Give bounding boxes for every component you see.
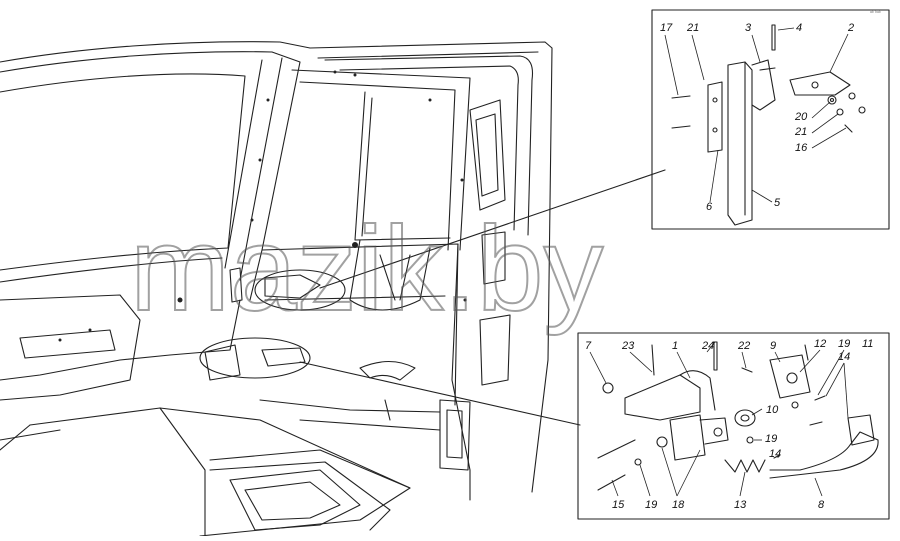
cab-body <box>0 41 553 537</box>
callout-10: 10 <box>766 404 779 416</box>
callout-12: 12 <box>814 338 826 350</box>
callout-18: 18 <box>672 499 685 511</box>
callout-1: 1 <box>672 340 678 352</box>
callout-7: 7 <box>585 340 592 352</box>
callout-4: 4 <box>796 22 802 34</box>
callout-19-top: 19 <box>838 338 850 350</box>
watermark: mazik.by <box>130 202 603 336</box>
callout-13: 13 <box>734 499 747 511</box>
callout-8: 8 <box>818 499 825 511</box>
corner-mark: ᵃᵇ ᵇᵃᵇ <box>870 10 881 16</box>
upper-inset-frame <box>651 9 890 230</box>
callout-20: 20 <box>794 111 808 123</box>
callout-21-lower: 21 <box>794 126 807 138</box>
lower-hinge-parts <box>597 341 879 491</box>
callout-3: 3 <box>745 22 752 34</box>
callout-15: 15 <box>612 499 625 511</box>
callout-17: 17 <box>660 22 673 34</box>
callout-22: 22 <box>737 340 750 352</box>
callout-9: 9 <box>770 340 776 352</box>
callout-14-top: 14 <box>838 351 850 363</box>
lower-inset-labels: 7 23 1 24 22 9 12 19 11 14 10 19 14 15 1… <box>585 338 873 511</box>
callout-23: 23 <box>621 340 635 352</box>
lower-inset-frame <box>577 332 890 520</box>
callout-21: 21 <box>686 22 699 34</box>
callout-24: 24 <box>701 340 714 352</box>
callout-19-mid: 19 <box>765 433 777 445</box>
callout-6: 6 <box>706 201 713 213</box>
callout-5: 5 <box>774 197 781 209</box>
upper-inset-labels: 17 21 3 4 2 20 21 16 6 5 <box>660 22 854 213</box>
callout-14-mid: 14 <box>769 448 781 460</box>
upper-hinge-parts <box>671 24 866 226</box>
callout-2: 2 <box>847 22 854 34</box>
callout-19-bottom: 19 <box>645 499 657 511</box>
leader-line-upper <box>319 169 666 289</box>
leader-line-lower <box>299 361 581 426</box>
callout-16: 16 <box>795 142 808 154</box>
callout-11: 11 <box>862 338 873 350</box>
